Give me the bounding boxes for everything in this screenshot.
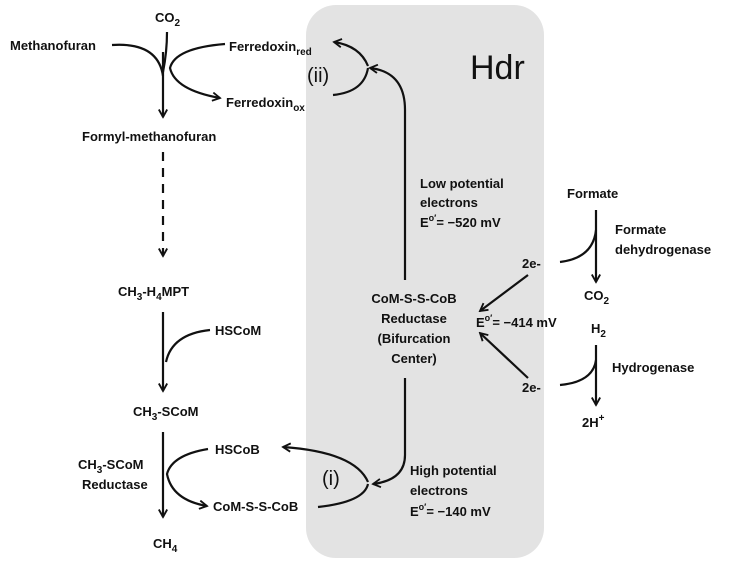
- hscob-label: HSCoB: [215, 442, 260, 457]
- low-potential-line1: Low potential: [420, 176, 504, 191]
- com-s-s-cob-label: CoM-S-S-CoB: [213, 499, 298, 514]
- reductase-line4: Center): [391, 351, 437, 366]
- low-potential-e-value: Eo′= −520 mV: [420, 213, 501, 230]
- cycle-ii-ferredoxin-out-arrow: [334, 42, 370, 67]
- ferredoxin-cycle-curve: [168, 42, 226, 98]
- hydrogenase-label: Hydrogenase: [612, 360, 694, 375]
- formate-dehydrogenase-line2: dehydrogenase: [615, 242, 711, 257]
- hydrogen-2e-label: 2e-: [522, 380, 541, 395]
- 2h-plus-label: 2H+: [582, 413, 605, 430]
- ch3-h4mpt-label: CH3-H4MPT: [118, 284, 189, 303]
- center-potential-e-value: Eo′= −414 mV: [476, 313, 557, 330]
- co2-product-label: CO2: [584, 288, 610, 307]
- cycle-ii-ferredoxin-in-curve: [332, 67, 370, 97]
- high-potential-line1: High potential: [410, 463, 497, 478]
- h2-label: H2: [591, 321, 606, 340]
- reductase-line1: CoM-S-S-CoB: [371, 291, 456, 306]
- hscom-label: HSCoM: [215, 323, 261, 338]
- hydrogen-electron-release-curve: [559, 359, 598, 387]
- high-potential-line2: electrons: [410, 483, 468, 498]
- low-potential-electron-arrow: [370, 68, 407, 280]
- ch3-scom-reductase-label-line2: Reductase: [82, 477, 148, 492]
- ch3-scom-reductase-label: CH3-SCoM: [78, 457, 144, 476]
- co2-top-label: CO2: [155, 10, 181, 29]
- formate-electron-arrow: [480, 274, 529, 311]
- hydrogen-electron-arrow: [480, 333, 529, 379]
- methanofuran-uptake-curve: [111, 43, 165, 77]
- formate-dehydrogenase-line1: Formate: [615, 222, 666, 237]
- high-potential-electron-arrow: [373, 378, 407, 484]
- formate-electron-release-curve: [559, 229, 598, 264]
- reductase-line3: (Bifurcation: [378, 331, 451, 346]
- ferredoxin-red-label: Ferredoxinred: [229, 39, 312, 58]
- formate-2e-label: 2e-: [522, 256, 541, 271]
- methanofuran-label: Methanofuran: [10, 38, 96, 53]
- reductase-line2: Reductase: [381, 311, 447, 326]
- hdr-region: [306, 5, 544, 558]
- ferredoxin-ox-label: Ferredoxinox: [226, 95, 305, 114]
- hscom-uptake-curve: [164, 328, 211, 363]
- ch3-scom-label: CH3-SCoM: [133, 404, 199, 423]
- hscob-heterodisulfide-curve: [165, 447, 208, 506]
- high-potential-e-value: Eo′= −140 mV: [410, 502, 491, 519]
- formate-label: Formate: [567, 186, 618, 201]
- low-potential-line2: electrons: [420, 195, 478, 210]
- ch4-label: CH4: [153, 536, 178, 555]
- step-ii-label: (ii): [307, 65, 329, 87]
- formyl-methanofuran-label: Formyl-methanofuran: [82, 129, 216, 144]
- cycle-i-heterodisulfide-in-curve: [317, 483, 370, 509]
- cycle-i-hscob-out-arrow: [283, 447, 370, 483]
- hdr-title: Hdr: [470, 49, 525, 87]
- step-i-label: (i): [322, 468, 340, 490]
